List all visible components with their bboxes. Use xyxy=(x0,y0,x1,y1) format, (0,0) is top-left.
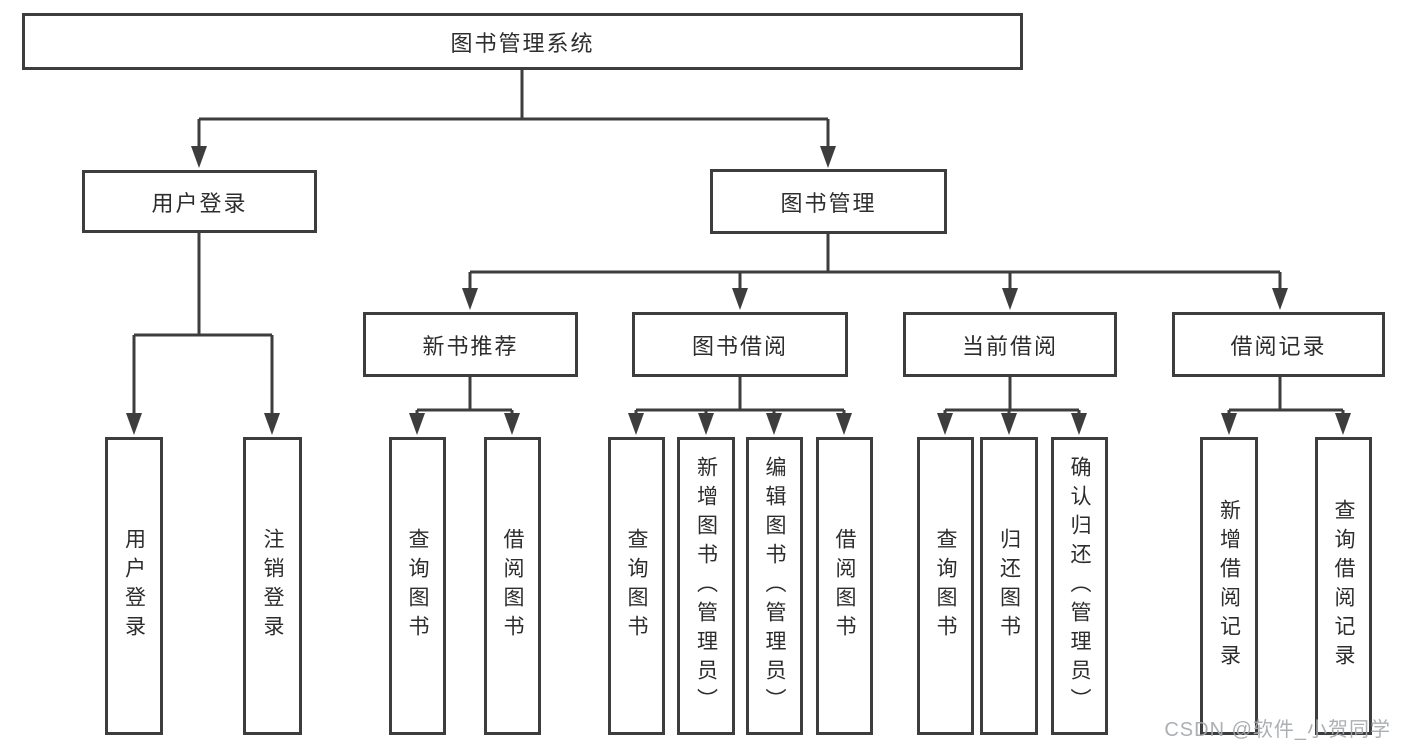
leaf-user-login: 用户登录 xyxy=(105,437,163,735)
node-user-login: 用户登录 xyxy=(82,170,317,233)
node-label: 新书推荐 xyxy=(422,333,519,359)
node-new-book-recommendation: 新书推荐 xyxy=(363,312,578,377)
leaf-return-books: 归还图书 xyxy=(980,437,1038,735)
node-library-management-system: 图书管理系统 xyxy=(22,13,1023,70)
node-book-management: 图书管理 xyxy=(710,169,947,234)
leaf-query-borrow-record: 查询借阅记录 xyxy=(1315,437,1372,735)
node-label: 图书管理 xyxy=(780,190,877,216)
node-current-borrowing: 当前借阅 xyxy=(903,312,1117,377)
leaf-borrow-books-borrowing: 借阅图书 xyxy=(816,437,873,735)
node-borrowing-records: 借阅记录 xyxy=(1172,312,1385,377)
leaf-label: 确认归还（管理员） xyxy=(1068,455,1091,717)
leaf-confirm-return-admin: 确认归还（管理员） xyxy=(1051,437,1108,735)
leaf-label: 借阅图书 xyxy=(501,528,524,644)
node-label: 借阅记录 xyxy=(1230,333,1327,359)
leaf-add-borrow-record: 新增借阅记录 xyxy=(1200,437,1258,735)
leaf-label: 借阅图书 xyxy=(833,528,856,644)
leaf-label: 查询图书 xyxy=(934,528,957,644)
leaf-label: 查询借阅记录 xyxy=(1332,499,1355,673)
leaf-label: 查询图书 xyxy=(625,528,648,644)
leaf-label: 归还图书 xyxy=(997,528,1021,644)
leaf-logout: 注销登录 xyxy=(243,437,302,735)
leaf-label: 查询图书 xyxy=(406,528,429,644)
node-label: 图书借阅 xyxy=(691,333,788,359)
leaf-query-books-recommend: 查询图书 xyxy=(389,437,446,735)
leaf-add-books-admin: 新增图书（管理员） xyxy=(677,437,735,735)
leaf-label: 用户登录 xyxy=(122,528,146,644)
leaf-borrow-books-recommend: 借阅图书 xyxy=(484,437,541,735)
leaf-label: 注销登录 xyxy=(261,528,284,644)
leaf-query-books-borrowing: 查询图书 xyxy=(608,437,665,735)
node-label: 图书管理系统 xyxy=(450,30,595,56)
node-book-borrowing: 图书借阅 xyxy=(632,312,848,377)
node-label: 当前借阅 xyxy=(961,333,1058,359)
csdn-watermark: CSDN @软件_小贺同学 xyxy=(1164,719,1391,741)
leaf-label: 编辑图书（管理员） xyxy=(763,455,786,717)
leaf-query-books-current: 查询图书 xyxy=(917,437,974,735)
leaf-label: 新增借阅记录 xyxy=(1217,499,1241,673)
node-label: 用户登录 xyxy=(151,190,248,216)
leaf-label: 新增图书（管理员） xyxy=(694,455,718,717)
leaf-edit-books-admin: 编辑图书（管理员） xyxy=(746,437,803,735)
